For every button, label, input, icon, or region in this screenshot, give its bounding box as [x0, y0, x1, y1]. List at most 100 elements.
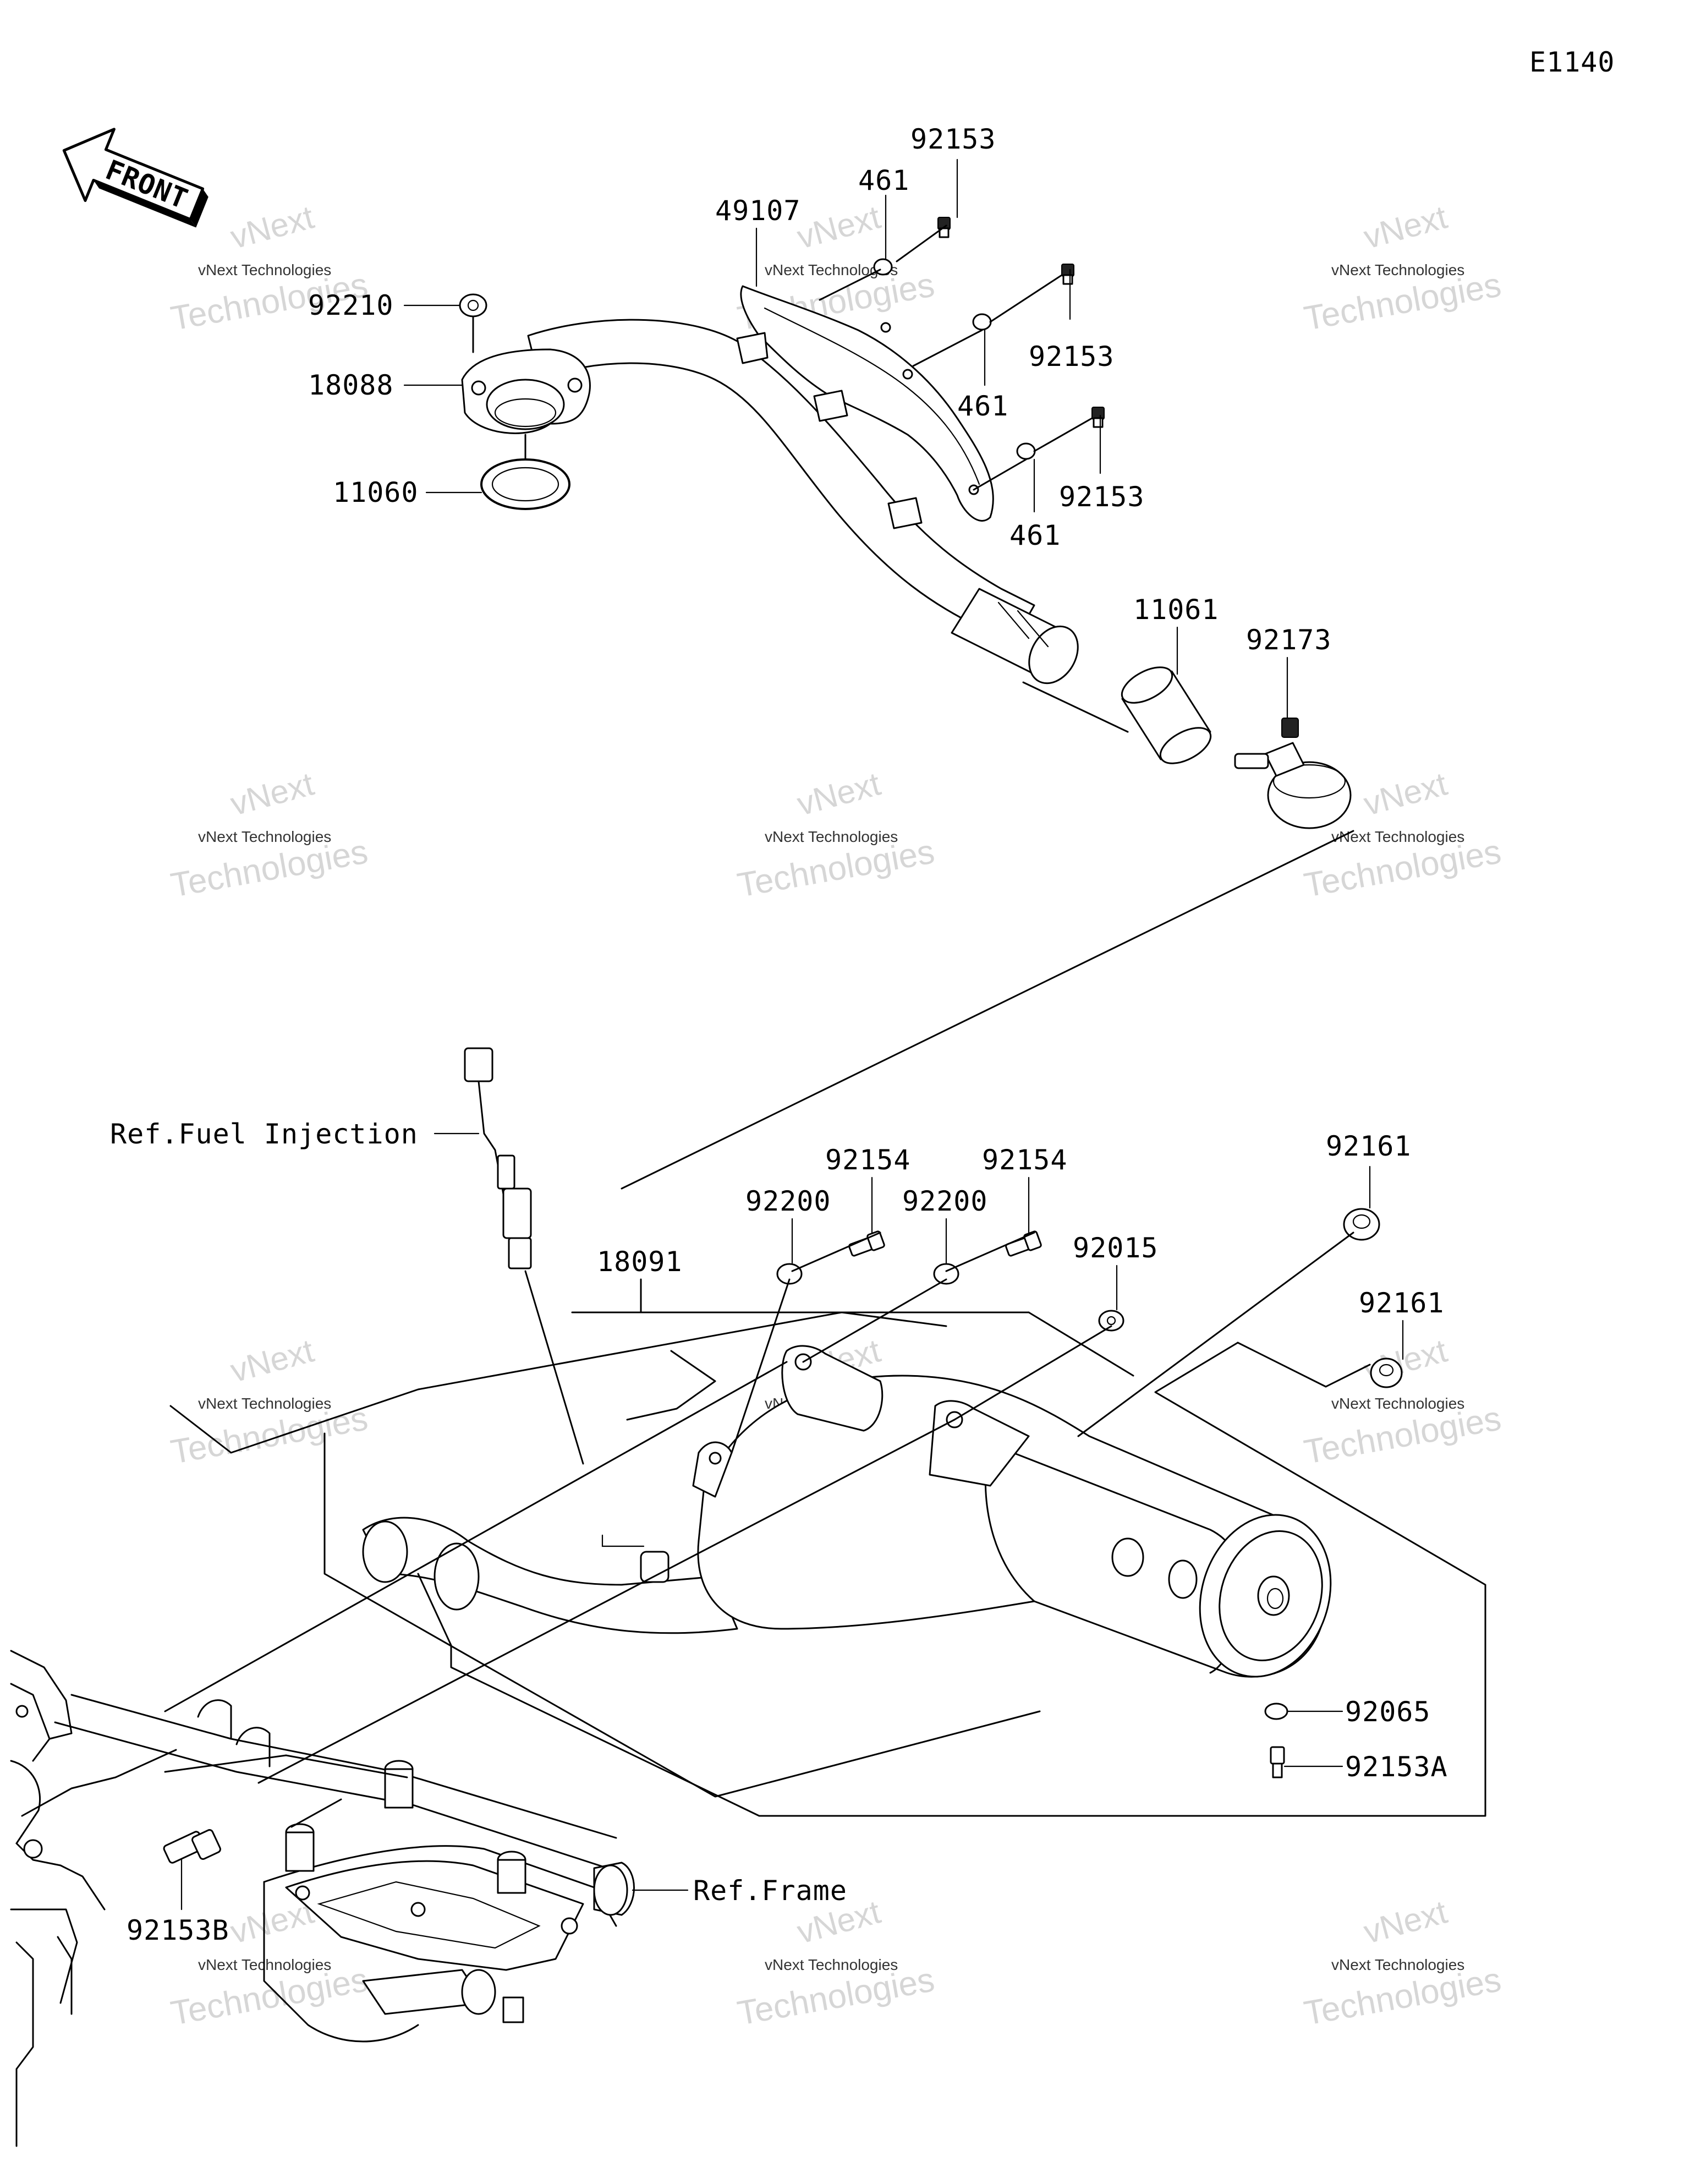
- frame-reference: [10, 1650, 635, 2147]
- label-92173: 92173: [1246, 624, 1332, 656]
- flange-port: [486, 379, 565, 430]
- svg-text:vNext: vNext: [227, 1332, 318, 1389]
- oxygen-sensor: [464, 1047, 584, 1465]
- mounting-lines: [164, 225, 1486, 1828]
- label-461-low: 461: [1009, 519, 1061, 551]
- watermark-12: vNext vNext Technologies Technologies: [1301, 1893, 1504, 2033]
- heat-guard-tab-2: [813, 390, 848, 422]
- sleeve-top: [1121, 666, 1173, 704]
- heat-guard-49107: [740, 285, 994, 522]
- line-clamp-to-muffler: [621, 830, 1354, 1190]
- watermark-11: vNext vNext Technologies Technologies: [734, 1893, 937, 2033]
- label-18088: 18088: [308, 369, 394, 401]
- svg-text:vNext Technologies: vNext Technologies: [1331, 1395, 1464, 1412]
- gasket-11060: [480, 458, 570, 510]
- watermark-5: vNext vNext Technologies Technologies: [734, 765, 937, 905]
- label-49107: 49107: [715, 195, 801, 227]
- assy-outline-18091: [169, 1311, 1041, 1798]
- svg-text:vNext Technologies: vNext Technologies: [765, 1956, 898, 1973]
- label-92200-a: 92200: [745, 1185, 831, 1217]
- label-92153-top: 92153: [910, 123, 996, 155]
- heat-guard-hole-2: [902, 369, 913, 380]
- bolt-92153A: [1270, 1746, 1285, 1778]
- label-11060: 11060: [333, 477, 419, 508]
- heat-guard-tab-3: [887, 497, 923, 529]
- svg-text:vNext: vNext: [1360, 1893, 1451, 1950]
- muffler-hole-2: [1168, 1559, 1198, 1599]
- damper-92161-b: [1370, 1358, 1403, 1388]
- bolt-92153-mid: [1061, 264, 1074, 285]
- label-92200-b: 92200: [902, 1185, 988, 1217]
- watermark-4: vNext vNext Technologies Technologies: [168, 765, 370, 905]
- heat-guard-tab-1: [736, 332, 769, 364]
- svg-text:vNext Technologies: vNext Technologies: [1331, 261, 1464, 278]
- bolt-92153-top: [937, 217, 951, 238]
- sensor-boss-line: [601, 1534, 645, 1547]
- sleeve-bottom: [1159, 727, 1212, 764]
- label-92065: 92065: [1345, 1696, 1431, 1728]
- muffler-hole-1: [1111, 1537, 1144, 1577]
- nut-92015: [1098, 1310, 1124, 1332]
- head-pipe-outlet-end: [1028, 625, 1079, 685]
- label-92161-b: 92161: [1359, 1287, 1445, 1319]
- rear-pipe-end: [362, 1520, 408, 1583]
- nut-92210-hole: [467, 299, 479, 311]
- muffler-tailpipe: [1257, 1575, 1290, 1616]
- bolt-92153B: [163, 1829, 221, 1864]
- muffler-side-bracket: [692, 1441, 733, 1498]
- diagram-code: E1140: [1529, 46, 1615, 78]
- heat-guard-rib: [764, 307, 980, 485]
- watermark-7: vNext vNext Technologies Technologies: [168, 1332, 370, 1471]
- front-arrow-icon: FRONT: [62, 128, 208, 228]
- bolt-92153-low: [1091, 407, 1105, 428]
- svg-text:vNext Technologies: vNext Technologies: [198, 828, 331, 845]
- label-461-mid: 461: [957, 390, 1008, 422]
- svg-text:vNext Technologies: vNext Technologies: [1331, 1956, 1464, 1973]
- watermark-3: vNext vNext Technologies Technologies: [1301, 198, 1504, 338]
- svg-text:vNext: vNext: [793, 198, 885, 255]
- nut-92210: [459, 293, 487, 318]
- muffler-assembly: [163, 1047, 1403, 1864]
- svg-text:vNext: vNext: [227, 198, 318, 255]
- svg-text:vNext Technologies: vNext Technologies: [198, 1395, 331, 1412]
- callout-leaders: [180, 158, 1404, 1911]
- svg-text:vNext: vNext: [1360, 765, 1451, 822]
- washer-461-low: [1016, 442, 1036, 460]
- label-461-top: 461: [858, 165, 909, 196]
- label-ref-fuel-injection: Ref.Fuel Injection: [110, 1118, 418, 1150]
- assy-outline-18091-b: [626, 1350, 716, 1421]
- heat-guard-hole-1: [880, 322, 891, 333]
- washer-92065: [1264, 1703, 1288, 1720]
- muffler-tailpipe-hole: [1266, 1588, 1284, 1610]
- label-11061: 11061: [1133, 594, 1219, 626]
- outlet-slot-2: [1017, 610, 1049, 648]
- svg-text:vNext: vNext: [793, 765, 885, 822]
- sensor-boss: [640, 1551, 670, 1583]
- label-92015: 92015: [1073, 1232, 1159, 1264]
- side-bracket-hole: [709, 1452, 722, 1465]
- label-92154-a: 92154: [825, 1144, 911, 1176]
- label-92161-a: 92161: [1326, 1130, 1412, 1162]
- svg-text:vNext: vNext: [1360, 198, 1451, 255]
- label-92153A: 92153A: [1345, 1751, 1448, 1783]
- label-92154-b: 92154: [982, 1144, 1068, 1176]
- label-92153-low: 92153: [1059, 481, 1145, 513]
- svg-text:vNext: vNext: [227, 765, 318, 822]
- outlet-slot-1: [997, 601, 1030, 639]
- label-ref-frame: Ref.Frame: [693, 1875, 847, 1907]
- head-pipe-assembly: [459, 217, 1352, 829]
- flange-port-inner: [494, 398, 557, 428]
- label-92153B: 92153B: [127, 1914, 229, 1946]
- label-92153-mid: 92153: [1029, 341, 1115, 373]
- rear-pipe-sleeve: [434, 1542, 480, 1611]
- gasket-11060-inner: [491, 467, 559, 502]
- svg-text:vNext Technologies: vNext Technologies: [198, 261, 331, 278]
- washer-461-mid: [972, 313, 992, 331]
- clamp-92173: [1234, 718, 1352, 829]
- flange-stud-hole-2: [567, 377, 583, 393]
- svg-text:vNext Technologies: vNext Technologies: [765, 828, 898, 845]
- washer-461-top: [873, 258, 893, 276]
- label-92210: 92210: [308, 289, 394, 321]
